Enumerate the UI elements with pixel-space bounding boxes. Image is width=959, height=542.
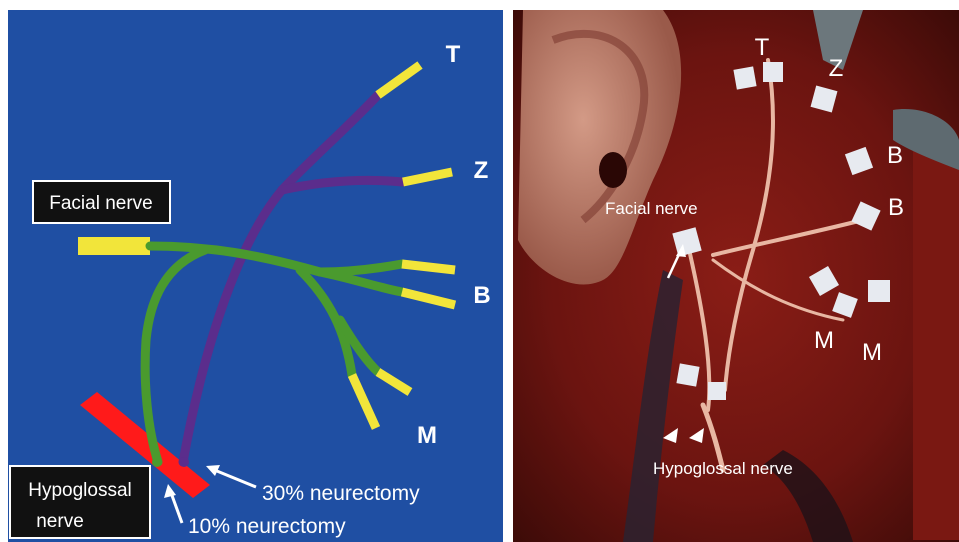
coaptation-dot-10 — [152, 457, 162, 467]
diagram-background — [8, 10, 503, 542]
surgical-photo: T Z B B M M Facial nerve Hypoglossal ner… — [513, 10, 959, 542]
photo-label-hypoglossal-nerve: Hypoglossal nerve — [653, 459, 793, 478]
label-b: B — [473, 282, 490, 309]
retracted-skin-flap — [913, 140, 959, 540]
photo-label-m2: M — [862, 339, 882, 366]
photo-label-z: Z — [829, 55, 844, 82]
coaptation-dot-30 — [179, 457, 189, 467]
ear-canal — [599, 152, 627, 188]
hypoglossal-label-line1: Hypoglossal — [28, 480, 132, 501]
facial-nerve-label: Facial nerve — [49, 193, 153, 214]
label-t: T — [446, 41, 461, 68]
photo-label-m1: M — [814, 327, 834, 354]
schematic-diagram: T Z B M Facial nerve Hypoglossal nerve 3… — [0, 0, 505, 542]
yellow-end-b1 — [402, 264, 455, 270]
photo-label-t: T — [755, 34, 770, 61]
hypoglossal-label-line2: nerve — [36, 511, 84, 532]
neurectomy-10-label: 10% neurectomy — [188, 515, 346, 538]
facial-nerve-stump — [78, 237, 150, 255]
label-m: M — [417, 422, 437, 449]
neurectomy-30-label: 30% neurectomy — [262, 482, 420, 505]
photo-label-b1: B — [887, 142, 903, 169]
schematic-svg: T Z B M Facial nerve Hypoglossal nerve 3… — [0, 0, 505, 542]
label-z: Z — [474, 157, 489, 184]
photo-label-b2: B — [888, 194, 904, 221]
photo-label-facial-nerve: Facial nerve — [605, 199, 698, 218]
photo-svg: T Z B B M M Facial nerve Hypoglossal ner… — [513, 10, 959, 542]
